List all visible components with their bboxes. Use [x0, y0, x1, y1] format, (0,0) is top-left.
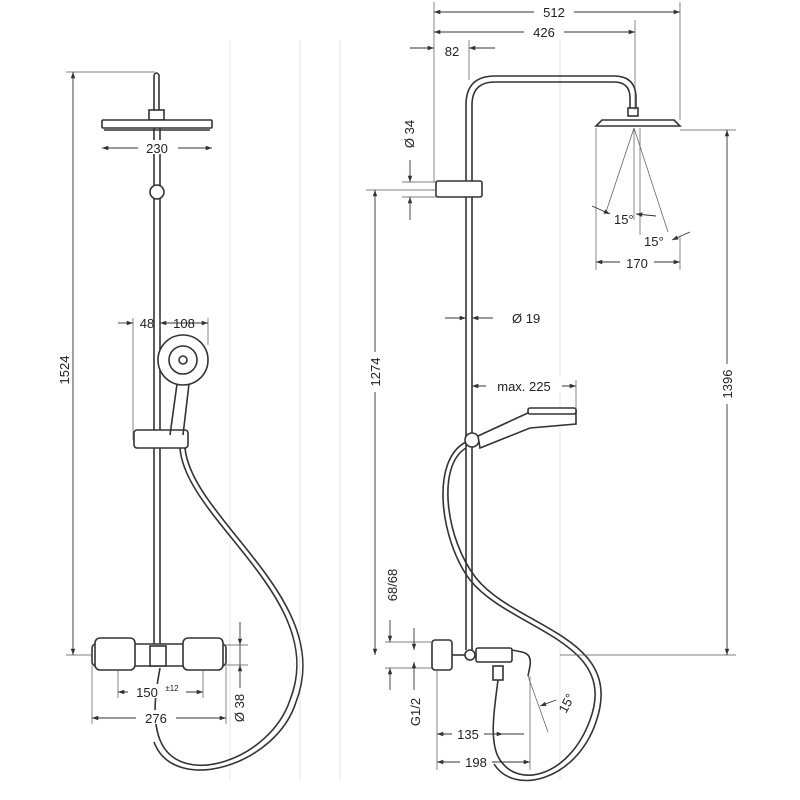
- dim-wall-offset: 82: [445, 44, 459, 59]
- dim-head-height: 1396: [720, 370, 735, 399]
- right-view: [431, 75, 682, 782]
- right-view-dimensions: 512 426 82 Ø 34 Ø 19 1274 1396: [366, 2, 736, 770]
- dim-spout-reach-b: 198: [465, 755, 487, 770]
- dim-valve-spacing-tol: ±12: [165, 684, 179, 693]
- dim-spray-angle-a: 15°: [614, 212, 634, 227]
- dim-pipe-diameter: Ø 38: [232, 694, 247, 722]
- dim-holder-height: 1274: [368, 358, 383, 387]
- dim-inlet-height: 68/68: [385, 569, 400, 602]
- left-view-dimensions: 1524 230 48 108 150 ±12 276 Ø 38: [57, 71, 248, 726]
- dim-valve-spacing: 150: [136, 685, 158, 700]
- dim-spout-reach-a: 135: [457, 727, 479, 742]
- dim-overall-width: 276: [145, 711, 167, 726]
- dim-hand-shower-reach: max. 225: [497, 379, 550, 394]
- dim-inlet-thread: G1/2: [408, 698, 423, 726]
- dim-head-diameter: 230: [146, 141, 168, 156]
- dim-total-width: 512: [543, 5, 565, 20]
- dim-spray-angle-b: 15°: [644, 234, 664, 249]
- dim-holder-diameter: Ø 34: [402, 120, 417, 148]
- dim-rail-diameter: Ø 19: [512, 311, 540, 326]
- dim-offset-a: 48: [140, 316, 154, 331]
- dim-height-total: 1524: [57, 356, 72, 385]
- left-view: [91, 72, 304, 771]
- background-lines: [229, 40, 561, 780]
- dim-arm-length: 426: [533, 25, 555, 40]
- dim-offset-b: 108: [173, 316, 195, 331]
- dim-spray-width: 170: [626, 256, 648, 271]
- dim-spout-angle: 15°: [555, 691, 577, 715]
